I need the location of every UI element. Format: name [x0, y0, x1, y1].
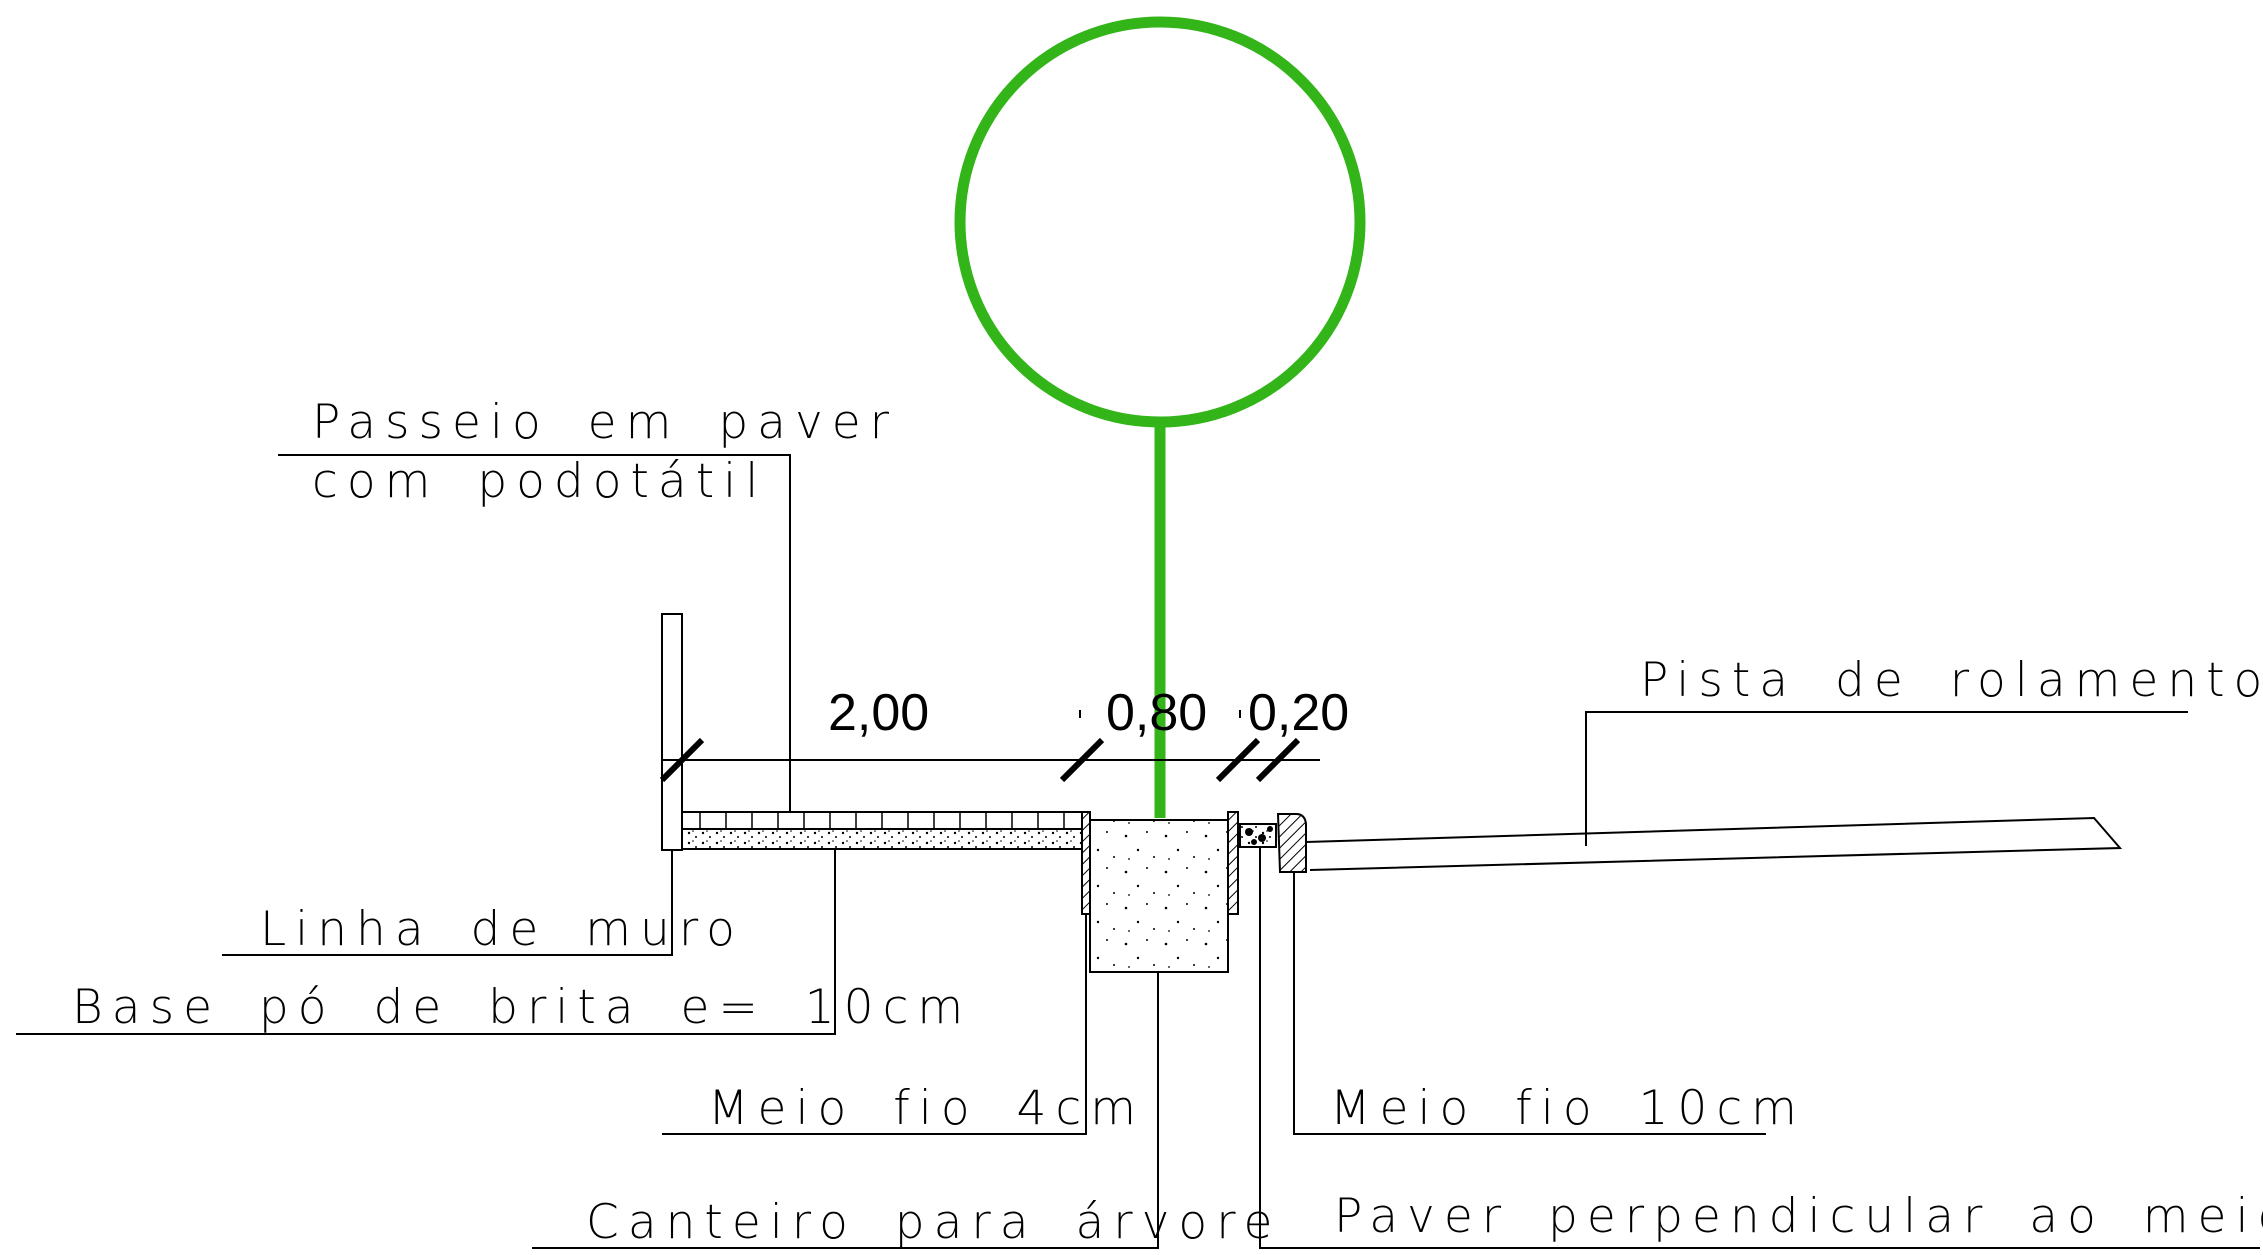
label-sidewalk-line1: Passeio em paver: [312, 395, 898, 450]
tree: [954, 16, 1366, 818]
tree-pit: [1089, 819, 1229, 973]
tree-pit-curb: [1227, 811, 1239, 915]
gravel-base-layer: [681, 828, 1083, 850]
curb-4cm: [1081, 811, 1091, 915]
label-perpendicular-paver: Paver perpendicular ao meio fio: [1334, 1189, 2263, 1244]
wall-line: [661, 613, 683, 851]
paver-stones: [1245, 826, 1273, 845]
label-roadway: Pista de rolamento: [1640, 653, 2263, 708]
leader-lines: [16, 454, 2260, 1249]
tree-crown: [954, 16, 1366, 428]
label-curb-4cm: Meio fio 4cm: [708, 1081, 1145, 1136]
sidewalk-paver: [681, 811, 1083, 830]
curb-10cm: [1276, 813, 1307, 873]
dimension-curb: 0,20: [1248, 684, 1349, 742]
dimension-tree-pit: 0,80: [1106, 684, 1207, 742]
label-tree-pit: Canteiro para árvore: [586, 1195, 1281, 1250]
label-gravel-base: Base pó de brita e= 10cm: [72, 980, 972, 1035]
dimension-line: [659, 710, 1320, 783]
label-sidewalk-line2: com podotátil: [312, 454, 767, 509]
label-wall-line: Linha de muro: [260, 902, 744, 957]
roadway: [1305, 816, 2123, 871]
label-curb-10cm: Meio fio 10cm: [1330, 1081, 1806, 1136]
dimension-sidewalk: 2,00: [828, 684, 929, 742]
